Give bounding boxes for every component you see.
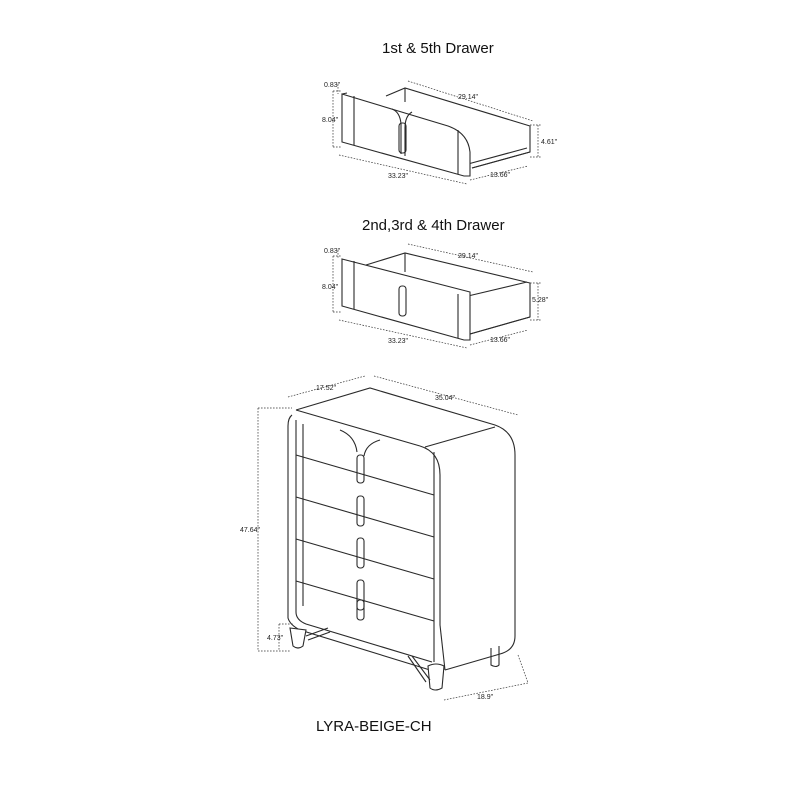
drawer-1-5-depth: 13.66" <box>490 172 511 179</box>
drawer-2-3-4-inner-length: 29.14" <box>458 253 479 260</box>
drawer-1-5-diagram: 0.83" 8.04" 29.14" 4.61" 33.23" 13.66" <box>322 80 558 185</box>
chest-width-label: 35.04" <box>435 395 456 402</box>
drawer-1-5-front-height: 8.04" <box>322 117 339 124</box>
chest-leg-height-label: 4.73" <box>267 635 284 642</box>
chest-height-label: 47.64" <box>240 527 261 534</box>
drawer-2-3-4-front-width: 33.23" <box>388 338 409 345</box>
drawer-1-5-inner-length: 29.14" <box>458 94 479 101</box>
drawer-2-3-4-depth: 13.66" <box>490 337 511 344</box>
chest-depth-label: 17.52" <box>316 385 337 392</box>
drawer-2-3-4-front-thickness: 0.83" <box>324 248 341 255</box>
drawer-2-3-4-side-height: 5.28" <box>532 297 549 304</box>
drawer-1-5-front-thickness: 0.83" <box>324 82 341 89</box>
drawer-2-3-4-title: 2nd,3rd & 4th Drawer <box>362 217 505 234</box>
drawer-2-3-4-front-height: 8.04" <box>322 284 339 291</box>
chest-diagram: 17.52" 35.04" 47.64" 4.73" 18.9" <box>240 375 529 701</box>
chest-leg-span-label: 18.9" <box>477 694 494 701</box>
model-name-label: LYRA-BEIGE-CH <box>316 718 432 735</box>
drawer-1-5-title: 1st & 5th Drawer <box>382 40 494 57</box>
drawer-1-5-front-width: 33.23" <box>388 173 409 180</box>
drawer-1-5-side-height: 4.61" <box>541 139 558 146</box>
drawer-2-3-4-diagram: 0.83" 8.04" 29.14" 5.28" 33.23" 13.66" <box>322 243 549 349</box>
